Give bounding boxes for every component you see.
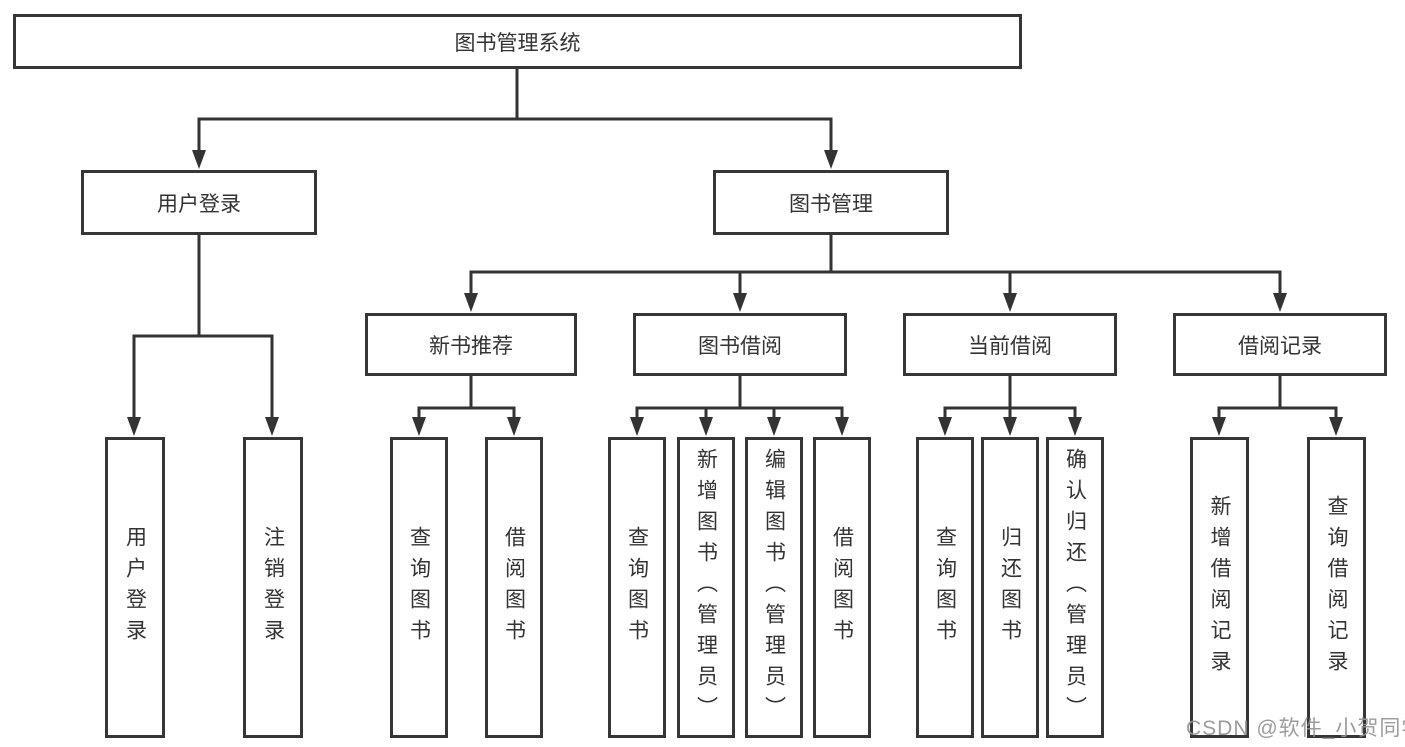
node-root: 图书管理系统 <box>13 14 1022 69</box>
leaf-query-borrow-record: 查询借阅记录 <box>1307 437 1366 738</box>
connector-userlogin-branch <box>132 235 274 418</box>
leaf-logout-label: 注销登录 <box>261 525 285 650</box>
connector-bookmgmt-to-level3 <box>469 235 1282 295</box>
leaf-add-borrow-record: 新增借阅记录 <box>1190 437 1249 738</box>
leaf-add-borrow-record-label: 新增借阅记录 <box>1208 494 1231 681</box>
leaf-user-login-label: 用户登录 <box>123 525 147 650</box>
node-book-borrow: 图书借阅 <box>633 313 847 376</box>
node-borrow-records: 借阅记录 <box>1173 313 1387 376</box>
leaf-query-books-3-label: 查询图书 <box>933 525 957 650</box>
leaf-add-books-admin: 新增图书（管理员） <box>677 437 735 738</box>
node-root-label: 图书管理系统 <box>454 31 581 55</box>
leaf-return-books-label: 归还图书 <box>998 525 1022 650</box>
leaf-borrow-books-2-label: 借阅图书 <box>830 525 854 650</box>
node-book-management: 图书管理 <box>713 170 949 235</box>
node-user-login: 用户登录 <box>81 170 317 235</box>
leaf-query-books-1-label: 查询图书 <box>407 525 431 650</box>
node-book-borrow-label: 图书借阅 <box>698 334 782 358</box>
csdn-watermark: CSDN @软件_小贺同学 <box>1186 717 1405 740</box>
leaf-confirm-return-admin: 确认归还（管理员） <box>1046 437 1104 738</box>
leaf-query-borrow-record-label: 查询借阅记录 <box>1325 494 1348 681</box>
node-new-book-recommend: 新书推荐 <box>365 313 577 376</box>
connector-root-to-level2 <box>197 69 833 152</box>
leaf-query-books-2-label: 查询图书 <box>625 525 649 650</box>
node-borrow-records-label: 借阅记录 <box>1238 334 1322 358</box>
leaf-edit-books-admin: 编辑图书（管理员） <box>745 437 803 738</box>
leaf-query-books-3: 查询图书 <box>916 437 974 738</box>
leaf-user-login: 用户登录 <box>105 437 165 738</box>
leaf-edit-books-admin-label: 编辑图书（管理员） <box>762 448 786 727</box>
arrowheads-level4 <box>127 417 1343 436</box>
leaf-borrow-books-2: 借阅图书 <box>813 437 871 738</box>
node-new-book-recommend-label: 新书推荐 <box>429 334 513 358</box>
connector-currentborrow-branch <box>943 376 1077 418</box>
connector-bookborrow-branch <box>635 376 844 418</box>
leaf-confirm-return-admin-label: 确认归还（管理员） <box>1063 448 1087 727</box>
leaf-return-books: 归还图书 <box>981 437 1039 738</box>
connector-newbook-branch <box>417 376 516 418</box>
connector-records-branch <box>1217 376 1338 418</box>
arrowheads-level3 <box>464 293 1287 312</box>
arrowheads-level2 <box>192 150 838 169</box>
node-current-borrow-label: 当前借阅 <box>968 334 1052 358</box>
leaf-logout: 注销登录 <box>243 437 303 738</box>
leaf-query-books-2: 查询图书 <box>608 437 666 738</box>
leaf-query-books-1: 查询图书 <box>390 437 448 738</box>
node-book-management-label: 图书管理 <box>789 192 873 216</box>
leaf-borrow-books-1-label: 借阅图书 <box>502 525 526 650</box>
leaf-borrow-books-1: 借阅图书 <box>485 437 543 738</box>
leaf-add-books-admin-label: 新增图书（管理员） <box>694 448 718 727</box>
node-current-borrow: 当前借阅 <box>903 313 1117 376</box>
node-user-login-label: 用户登录 <box>157 192 241 216</box>
